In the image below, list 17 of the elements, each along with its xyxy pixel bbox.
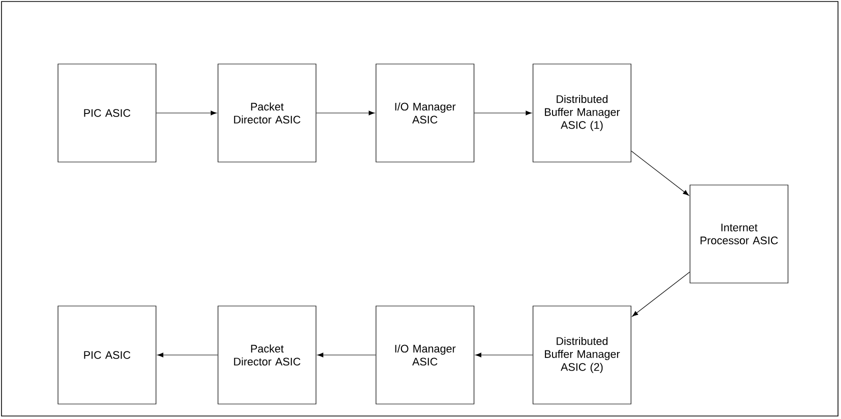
asic-box: PIC ASIC [58, 306, 156, 404]
asic-box: Internet Processor ASIC [690, 184, 788, 284]
arrow [156, 110, 217, 116]
asic-box: I/O Manager ASIC [376, 306, 474, 404]
arrow [631, 150, 689, 196]
asic-box: Packet Director ASIC [218, 64, 316, 162]
arrow [316, 110, 375, 116]
asic-box: Distributed Buffer Manager ASIC (1) [532, 64, 632, 162]
asic-box: PIC ASIC [58, 64, 156, 162]
asic-box: Packet Director ASIC [218, 306, 316, 404]
arrow [632, 272, 690, 317]
arrow [475, 352, 533, 358]
asic-box: I/O Manager ASIC [376, 64, 474, 162]
arrow [317, 352, 376, 358]
asic-box: Distributed Buffer Manager ASIC (2) [532, 306, 632, 404]
arrow [157, 352, 218, 358]
arrow [474, 110, 532, 116]
